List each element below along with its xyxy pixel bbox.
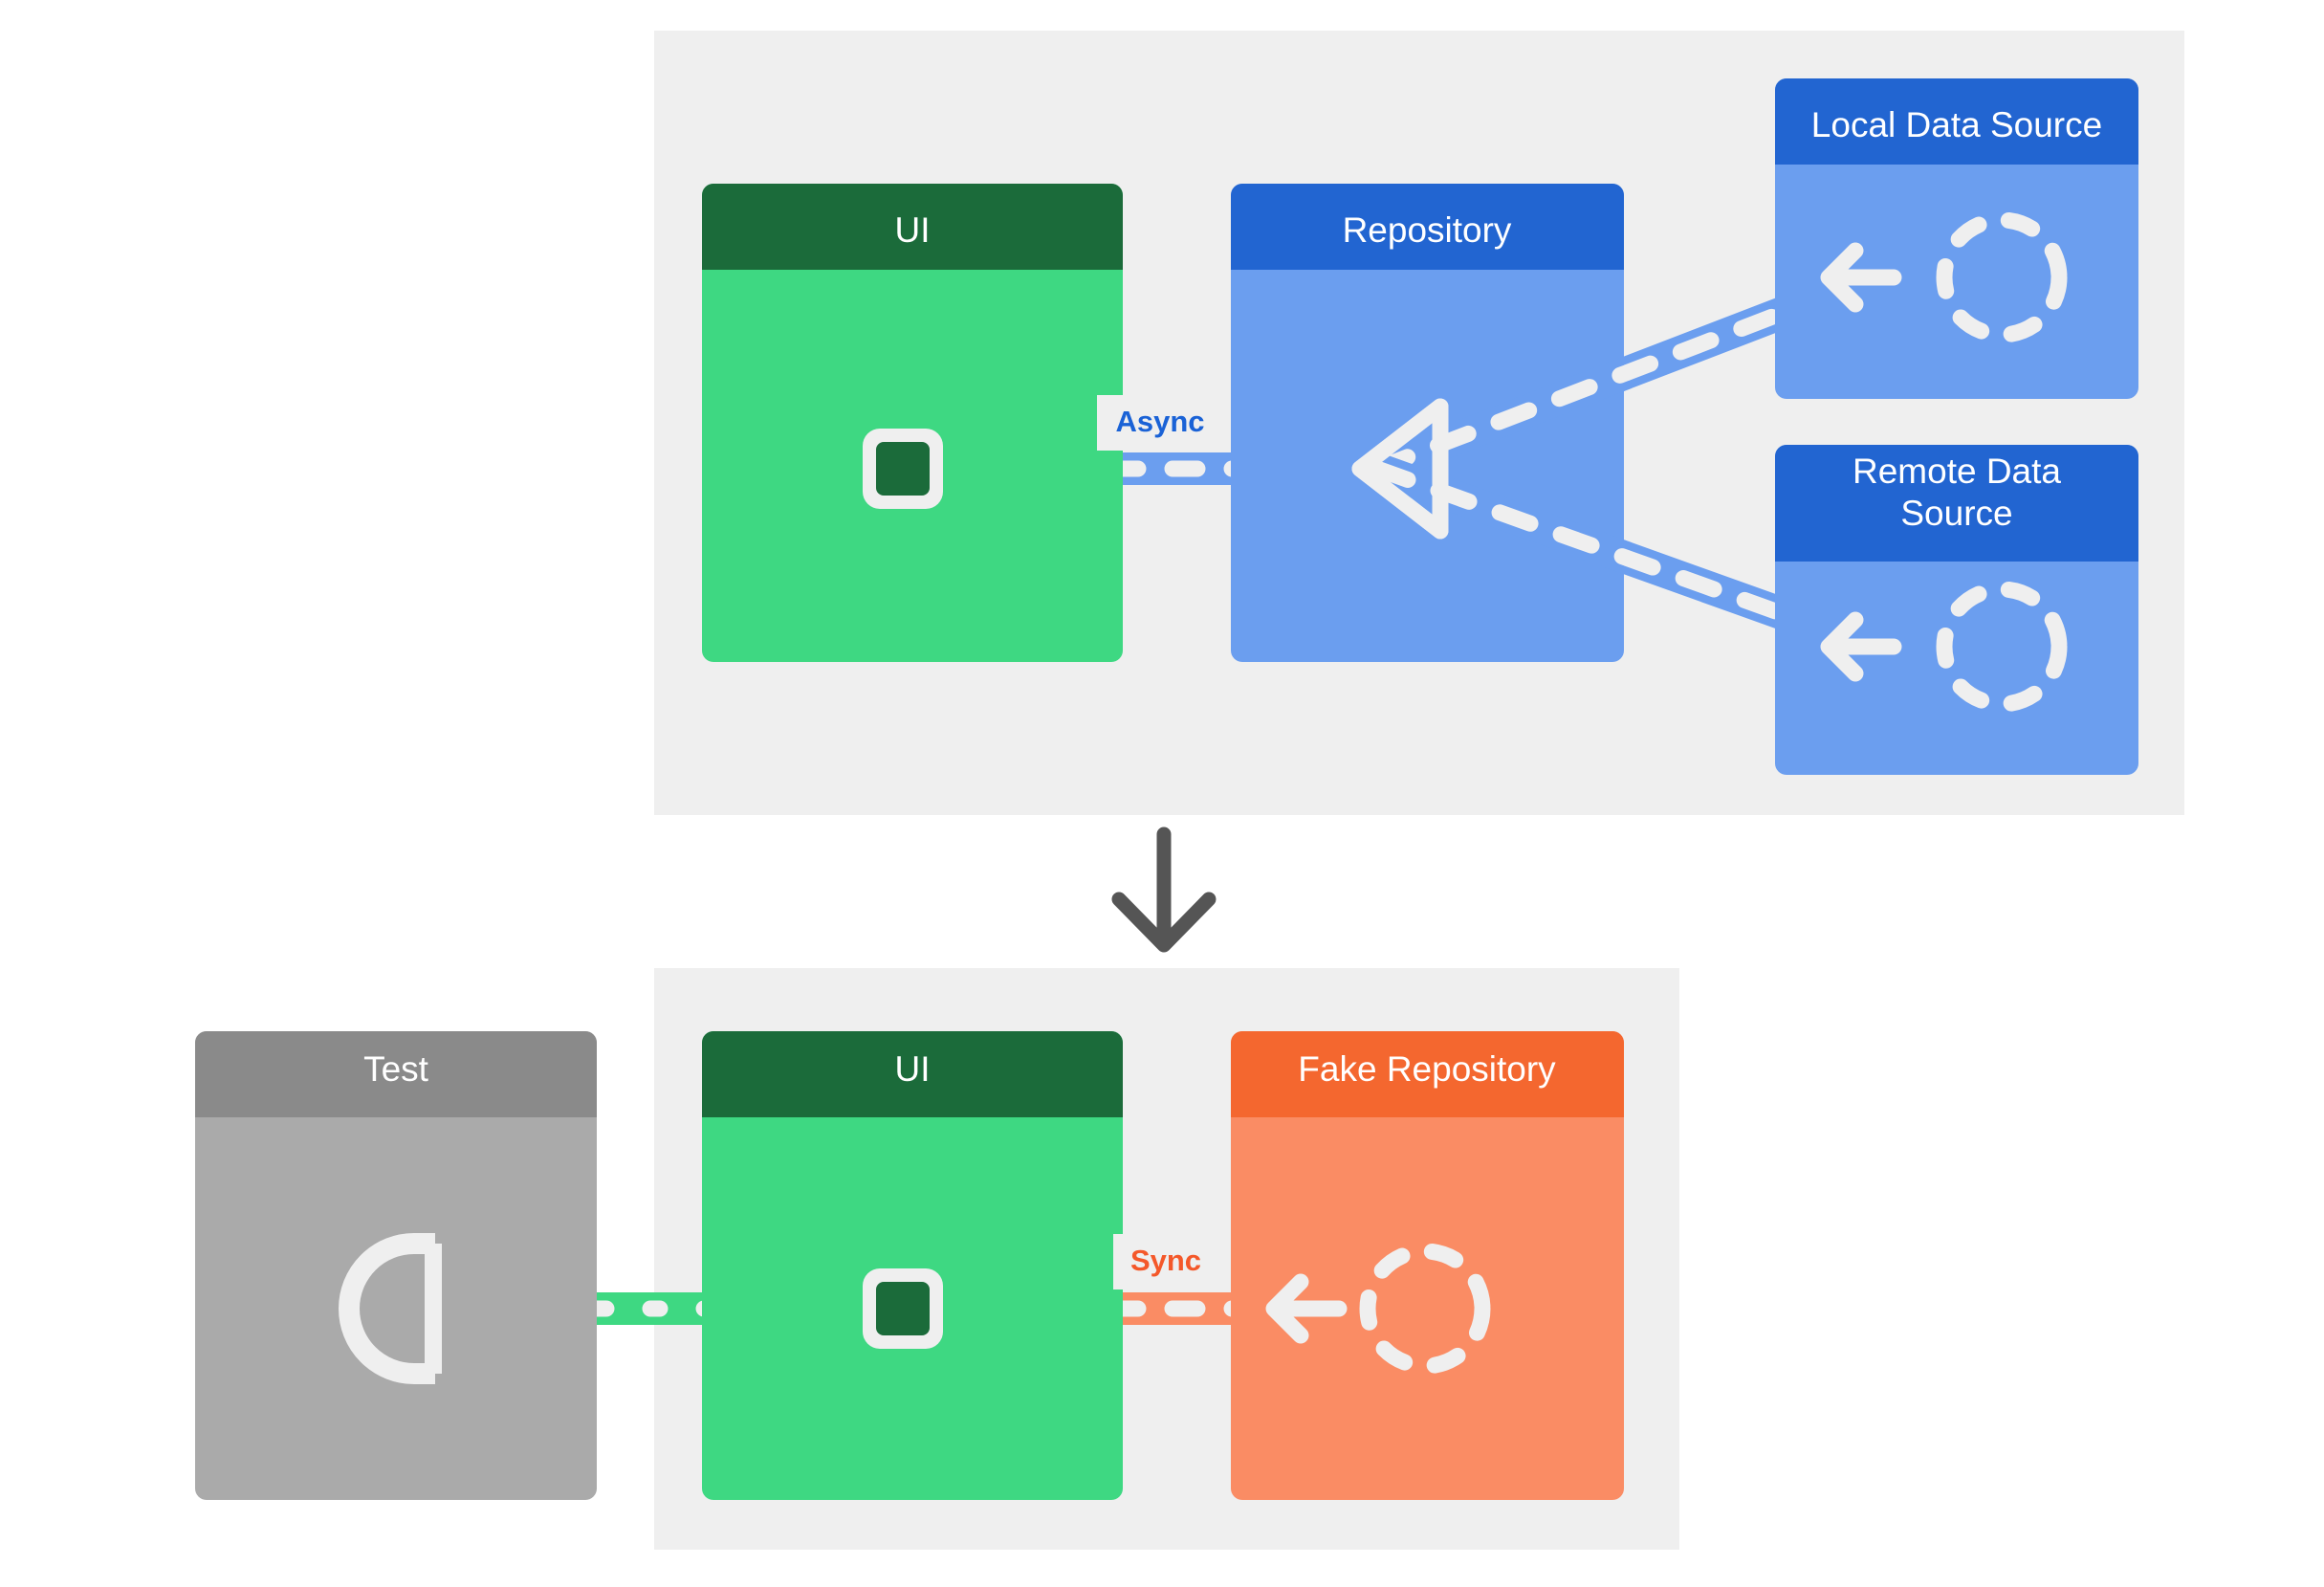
box-remote-data-source-header [1775,445,2138,562]
box-fake-repository[interactable]: Fake Repository [1231,1031,1624,1500]
box-fake-repository-body [1231,1031,1624,1500]
box-repository-header [1231,184,1624,270]
dashed-circle-icon-remote [1936,581,2068,713]
box-local-data-source-header [1775,78,2138,165]
box-ui-test-body [702,1031,1123,1500]
edge-label-sync: Sync [1113,1234,1218,1289]
provided-interface-square-icon-test [863,1268,943,1349]
dashed-circle-icon-local [1936,211,2068,343]
box-test-label: Test [363,1049,429,1089]
connector-dashes-overlay-top [1351,358,1634,574]
box-ui-test-header [702,1031,1123,1117]
box-local-data-source-label: Local Data Source [1811,105,2102,144]
box-ui-test[interactable]: UI [702,1031,1123,1500]
box-ui-header [702,184,1123,270]
edge-label-async: Async [1097,395,1222,451]
box-test[interactable]: Test [195,1031,597,1500]
box-ui-test-label: UI [895,1049,931,1089]
dashed-circle-icon-fake [1359,1243,1491,1375]
provided-interface-square-icon [863,429,943,509]
arrow-left-icon-fake [1265,1273,1348,1344]
box-remote-data-source[interactable]: Remote Data Source [1775,445,2138,775]
arrow-left-icon-local [1820,242,1902,313]
edge-label-sync-text: Sync [1130,1244,1201,1277]
arrow-down-icon [1111,827,1217,953]
edge-label-async-text: Async [1115,405,1204,438]
box-ui-label: UI [895,210,931,250]
socket-interface-icon [339,1233,442,1384]
box-fake-repository-label: Fake Repository [1298,1049,1556,1089]
box-ui-body [702,184,1123,662]
box-test-body [195,1031,597,1500]
box-local-data-source[interactable]: Local Data Source [1775,78,2138,399]
box-remote-data-source-label-line1: Remote Data [1853,452,2061,491]
box-test-header [195,1031,597,1117]
box-fake-repository-header [1231,1031,1624,1117]
box-remote-data-source-label-line2: Source [1900,494,2012,533]
arrow-left-icon-remote [1820,611,1902,682]
box-ui-production[interactable]: UI [702,184,1123,662]
box-repository-label: Repository [1343,210,1512,250]
